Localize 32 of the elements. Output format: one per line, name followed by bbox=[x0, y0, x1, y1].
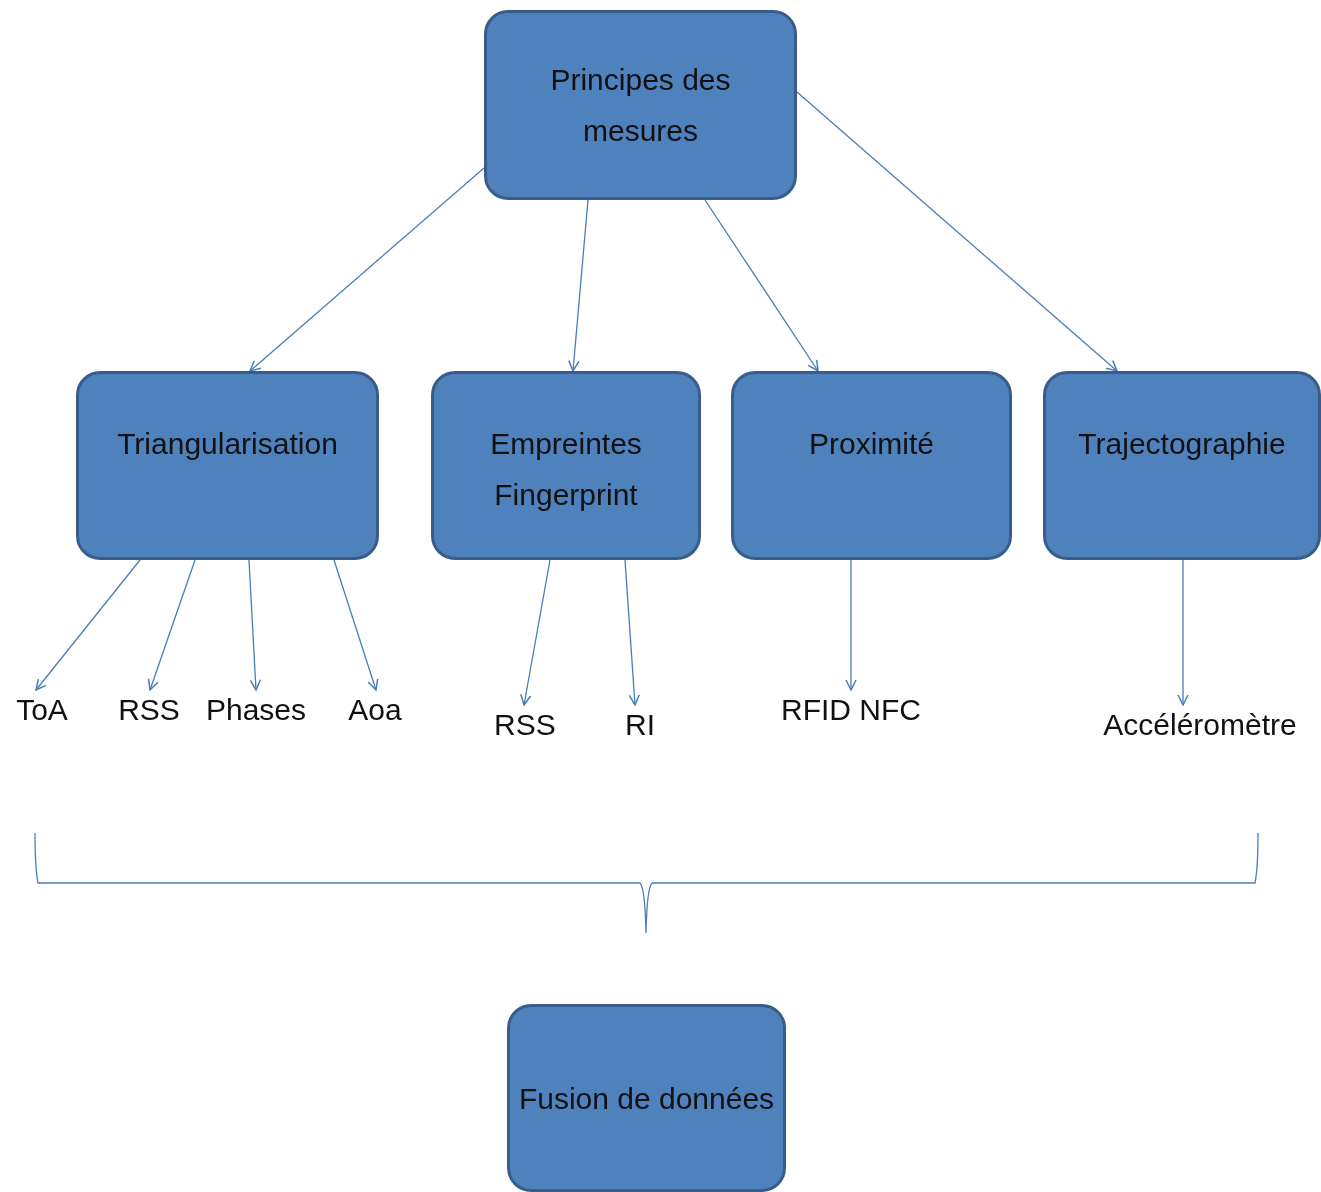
box-label: Principes des mesures bbox=[549, 62, 732, 149]
arrow bbox=[704, 199, 819, 372]
box-label: Triangularisation bbox=[117, 426, 338, 462]
node-label: RSS bbox=[118, 690, 180, 730]
node-label: Aoa bbox=[343, 690, 407, 730]
arrow bbox=[568, 199, 589, 372]
arrow bbox=[796, 91, 1118, 372]
arrow bbox=[35, 559, 141, 691]
arrow bbox=[248, 559, 262, 691]
arrow bbox=[249, 167, 485, 372]
arrow bbox=[1177, 559, 1189, 706]
arrow bbox=[333, 559, 379, 691]
process-box bbox=[731, 371, 1012, 560]
node-label: ToA bbox=[10, 690, 74, 730]
node-label: Phases bbox=[203, 690, 309, 730]
arrow bbox=[147, 559, 196, 691]
box-label: Trajectographie bbox=[1078, 426, 1286, 462]
node-label: Accéléromètre bbox=[1090, 705, 1310, 745]
node-label: RFID NFC bbox=[780, 690, 922, 730]
box-label: Proximité bbox=[809, 426, 934, 462]
process-box bbox=[507, 1004, 786, 1192]
process-box bbox=[431, 371, 701, 560]
node-label: RSS bbox=[494, 705, 554, 745]
node-label: RI bbox=[620, 705, 660, 745]
box-label: Empreintes Fingerprint bbox=[489, 426, 643, 513]
arrow bbox=[624, 559, 641, 706]
process-box bbox=[1043, 371, 1321, 560]
box-label: Fusion de données bbox=[518, 1080, 775, 1117]
arrow bbox=[845, 559, 857, 691]
arrow bbox=[520, 559, 551, 706]
process-box bbox=[76, 371, 379, 560]
process-box bbox=[484, 10, 797, 200]
